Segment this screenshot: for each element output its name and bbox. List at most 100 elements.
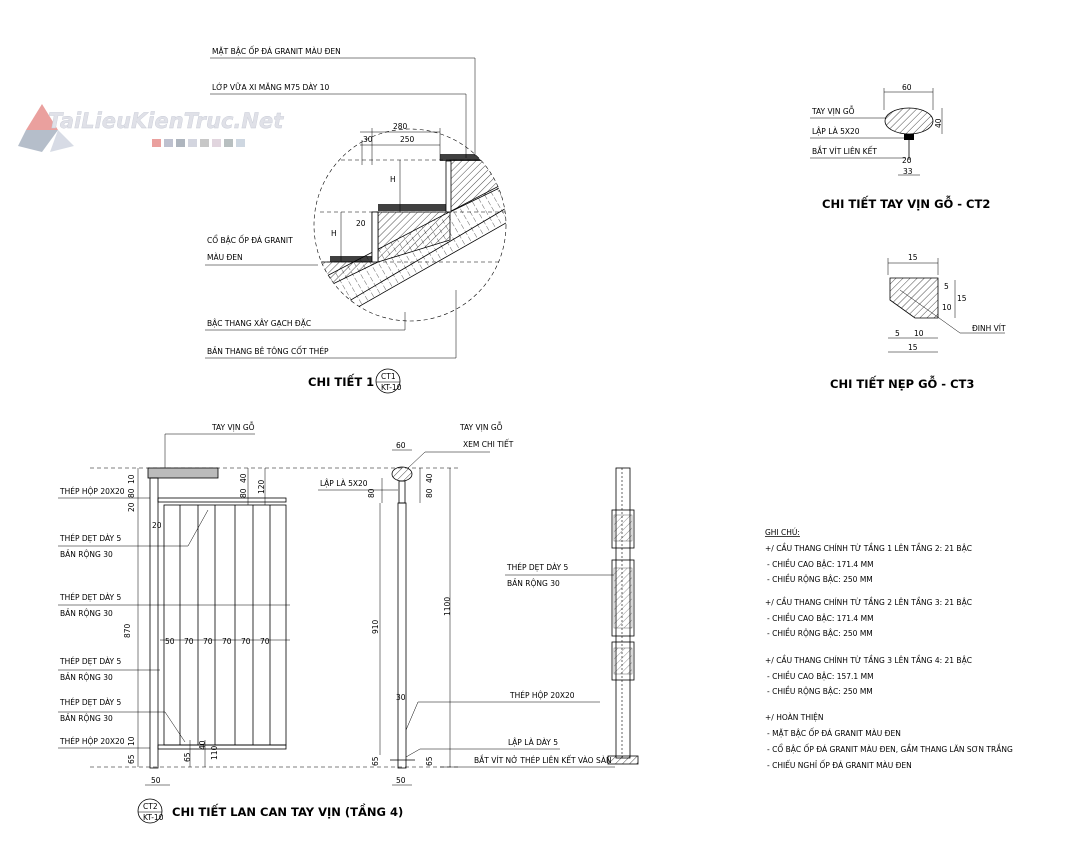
note-item: - CHIỀU RỘNG BẬC: 250 MM [767,574,873,584]
railing-tag: CT2 KT-10 [137,798,164,824]
watermark-swatch [200,139,209,147]
detail-1-section [314,154,506,321]
ct3-dim-bot-15: 15 [908,343,918,352]
rail-dim-120: 120 [257,479,266,494]
elev-label-thep-det-b: BẢN RỘNG 30 [507,579,560,588]
ct2-label-lap-la: LẬP LÀ 5X20 [812,127,860,136]
flat-bar-elevation: THÉP DẸT DÀY 5 BẢN RỘNG 30 [505,467,639,765]
note-item: +/ CẦU THANG CHÍNH TỪ TẦNG 2 LÊN TẦNG 3:… [765,597,972,607]
rail-dim-20b: 20 [152,521,162,530]
sec-dim-30: 30 [396,693,406,702]
dim-h-lower: H [331,229,337,238]
railing-post-left [149,477,159,769]
rail-dim-70c: 70 [222,637,232,646]
rail-label-thep-hop-top: THÉP HỘP 20X20 [59,487,125,496]
sec-label-bat-vit: BẮT VÍT NỞ THÉP LIÊN KẾT VÀO SÀN [474,755,612,765]
detail-1: 280 250 30 20 H H MẶT BẬC ỐP ĐÁ GRANIT M… [205,46,507,394]
sec-dim-50: 50 [396,776,406,785]
ct3-dim-top-15: 15 [908,253,918,262]
rail-label-thep-det-1b: BẢN RỘNG 30 [60,550,113,559]
note-item: - CHIỀU RỘNG BẬC: 250 MM [767,686,873,696]
sec-dim-65: 65 [371,756,380,766]
watermark-text: TaiLieuKienTruc.Net [48,109,284,133]
railing-title: CHI TIẾT LAN CAN TAY VỊN (TẦNG 4) [172,802,403,819]
watermark-swatches [152,139,245,147]
rail-dim-10b: 10 [127,736,136,746]
dim-280: 280 [393,122,408,131]
note-item: - MẶT BẬC ỐP ĐÁ GRANIT MÀU ĐEN [767,728,901,738]
rail-dim-65: 65 [127,754,136,764]
rail-label-thep-det-2b: BẢN RỘNG 30 [60,609,113,618]
detail-1-circle [313,128,507,322]
detail-ct2: 60 40 20 33 TAY VỊN GỖ LẬP LÀ 5X20 BẮT V… [810,83,990,211]
label-co-bac-1: CỔ BẬC ỐP ĐÁ GRANIT [207,235,293,245]
rail-dim-70e: 70 [260,637,270,646]
rail-dim-80: 80 [127,488,136,498]
sec-label-lap-la: LẬP LÀ 5X20 [320,479,368,488]
rail-dim-40b: 40 [198,740,207,750]
watermark-swatch [212,139,221,147]
ct3-dim-15-right: 15 [957,294,967,303]
rail-dim-10: 10 [127,474,136,484]
detail-ct3: 15 5 15 10 5 10 15 ĐINH VÍT CHI TIẾT NẸP… [830,253,1006,391]
rail-dim-20: 20 [127,502,136,512]
sec-label-lap-la-day: LẬP LÀ DÀY 5 [508,738,558,747]
railing-section: 60 TAY VỊN GỖ XEM CHI TIẾT 40 80 80 LẬP … [318,422,615,786]
note-item: - CHIỀU CAO BẬC: 171.4 MM [767,613,874,623]
ct2-dim-40: 40 [934,118,943,128]
ct2-dim-20: 20 [902,156,912,165]
notes-heading: GHI CHÚ: [765,528,800,537]
handrail-top [147,467,219,479]
ct3-label-dinh-vit: ĐINH VÍT [972,324,1006,333]
sec-dim-80: 80 [425,488,434,498]
ct3-dim-5b: 5 [895,329,900,338]
ct3-title: CHI TIẾT NẸP GỖ - CT3 [830,374,974,391]
label-co-bac-2: MÀU ĐEN [207,253,243,262]
rail-dim-70a: 70 [184,637,194,646]
detail-1-title: CHI TIẾT 1 [308,373,374,389]
note-item: +/ HOÀN THIỆN [765,713,824,722]
note-item: - CỔ BẬC ỐP ĐÁ GRANIT MÀU ĐEN, GẦM THANG… [767,744,1013,754]
wood-strip-section [889,277,939,319]
rail-dim-70d: 70 [241,637,251,646]
ct3-dim-10: 10 [942,303,952,312]
sec-dim-40: 40 [425,473,434,483]
rail-label-thep-det-4a: THÉP DẸT DÀY 5 [59,698,122,707]
detail-1-tag: CT1 KT-10 [375,368,402,394]
notes-list: +/ CẦU THANG CHÍNH TỪ TẦNG 1 LÊN TẦNG 2:… [765,543,1013,770]
ct2-dim-60: 60 [902,83,912,92]
dim-250: 250 [400,135,415,144]
ct3-dim-5a: 5 [944,282,949,291]
rail-dim-870: 870 [123,623,132,638]
sec-dim-1100: 1100 [443,597,452,616]
sec-label-tay-vin: TAY VỊN GỖ [459,422,503,432]
dim-h-upper: H [390,175,396,184]
label-ban-thang: BẢN THANG BÊ TÔNG CỐT THÉP [207,346,329,356]
label-lop-vua: LỚP VỮA XI MĂNG M75 DÀY 10 [212,83,329,92]
note-item: - CHIỀU CAO BẬC: 171.4 MM [767,559,874,569]
watermark-swatch [176,139,185,147]
railing-frame [163,504,287,746]
ct2-title: CHI TIẾT TAY VỊN GỖ - CT2 [822,194,990,211]
sec-dim-910: 910 [371,619,380,634]
watermark-swatch [188,139,197,147]
watermark-swatch [224,139,233,147]
rail-dim-80-top: 80 [239,488,248,498]
watermark-swatch [152,139,161,147]
railing-tag-top: CT2 [143,802,158,811]
watermark-swatch [236,139,245,147]
rail-dim-40: 40 [239,473,248,483]
rail-dim-110: 110 [210,745,219,760]
detail-1-tag-top: CT1 [381,372,396,381]
watermark: TaiLieuKienTruc.Net [18,104,284,152]
rail-dim-50b: 50 [151,776,161,785]
rail-label-thep-det-1a: THÉP DẸT DÀY 5 [59,534,122,543]
sec-dim-60: 60 [396,441,406,450]
label-bac-thang: BẬC THANG XÂY GẠCH ĐẶC [207,319,311,328]
rail-dim-70b: 70 [203,637,213,646]
railing-tag-bottom: KT-10 [143,813,164,822]
note-item: +/ CẦU THANG CHÍNH TỪ TẦNG 1 LÊN TẦNG 2:… [765,543,972,553]
watermark-swatch [164,139,173,147]
dim-30: 30 [363,135,373,144]
ct2-dim-33: 33 [903,167,913,176]
